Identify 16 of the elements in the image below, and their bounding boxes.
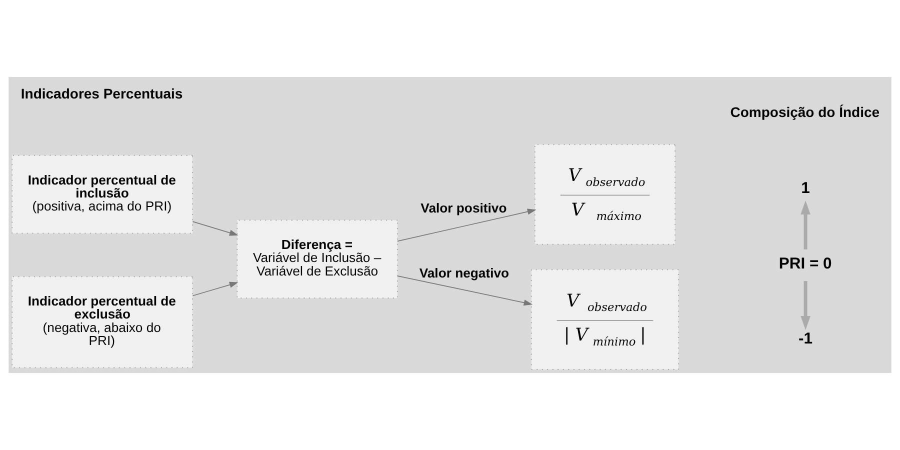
node-text: PRI = 0	[778, 255, 832, 272]
node-box: Indicador percentual de exclusão (negativa, abaixo do PRI)	[12, 276, 193, 368]
node-box: Diferença = Variável de Inclusão – Variável de Exclusão	[236, 220, 398, 299]
node-box: Indicador percentual de inclusão (positiva, acima do PRI)	[12, 154, 193, 234]
label: Indicadores Percentuais	[20, 86, 183, 102]
arrow	[397, 208, 536, 242]
arrow	[192, 282, 238, 296]
node-text: 1	[801, 180, 810, 197]
label: Composição do Índice	[730, 104, 880, 120]
arrow	[192, 221, 238, 236]
edge-label: Valor positivo	[420, 200, 507, 216]
arrow	[800, 200, 810, 250]
node-text: -1	[798, 330, 813, 348]
arrow	[800, 281, 810, 330]
edge-label: Valor negativo	[419, 266, 510, 281]
arrow	[397, 275, 533, 306]
